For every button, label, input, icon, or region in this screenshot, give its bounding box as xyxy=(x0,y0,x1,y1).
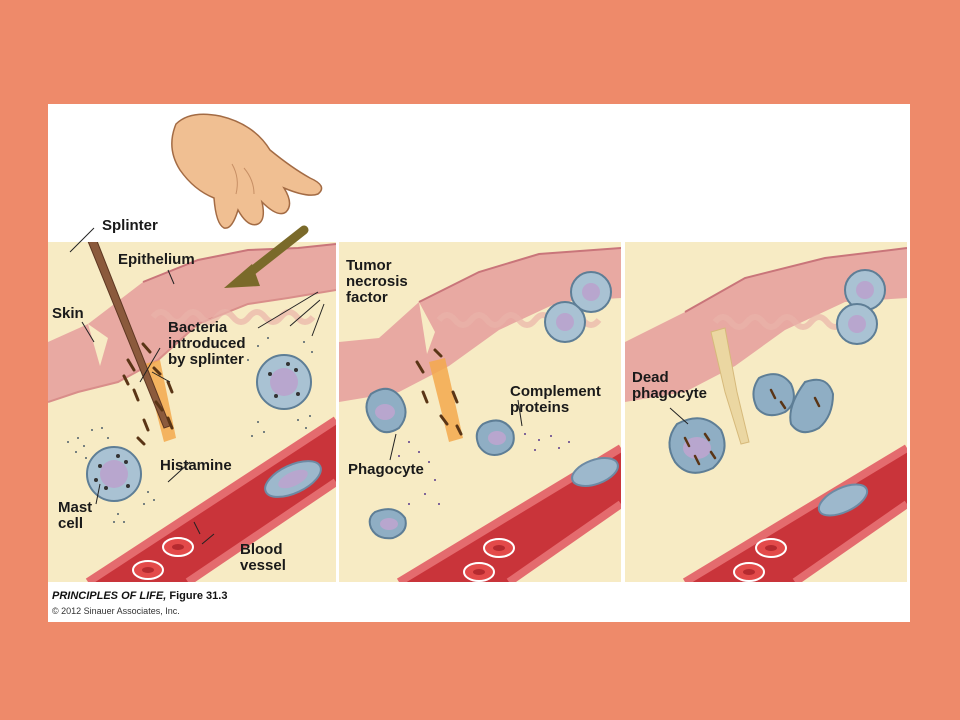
panel-3-illustration xyxy=(625,247,907,582)
bacteria-glow xyxy=(429,358,463,442)
label-epithelium: Epithelium xyxy=(118,251,195,268)
red-blood-cell-icon xyxy=(132,537,194,580)
red-blood-cell-icon xyxy=(463,538,515,582)
bacteria xyxy=(122,342,174,446)
panel-2-illustration xyxy=(339,247,621,582)
label-complement-proteins: Complement proteins xyxy=(510,383,601,416)
panel-3-resolution xyxy=(625,242,907,582)
label-skin: Skin xyxy=(52,305,84,322)
dead-phagocyte-icon xyxy=(668,417,726,474)
figure-caption: PRINCIPLES OF LIFE, Figure 31.3 xyxy=(52,590,227,602)
mast-cell-icon xyxy=(86,446,142,502)
wound-notch xyxy=(88,324,108,366)
complement-protein-dots xyxy=(398,433,570,505)
hand-icon xyxy=(171,113,323,229)
leader-lines xyxy=(69,227,689,545)
panel-1-injury xyxy=(48,242,336,582)
histamine-granules xyxy=(67,337,313,523)
phagocyte-icon xyxy=(365,387,619,540)
blood-leukocyte xyxy=(817,483,869,517)
phagocyte-icon xyxy=(752,373,835,434)
caption-figure: Figure 31.3 xyxy=(169,590,228,602)
mast-cell-icon xyxy=(544,271,612,343)
panel-2-inflammation xyxy=(339,242,621,582)
copyright: © 2012 Sinauer Associates, Inc. xyxy=(52,606,180,616)
label-bacteria: Bacteria introduced by splinter xyxy=(168,319,246,368)
slide: Splinter Epithelium Tumor necrosis facto… xyxy=(48,104,910,622)
panel-1-illustration xyxy=(48,242,336,582)
mast-cell-icon-2 xyxy=(256,354,312,410)
arrow-icon xyxy=(224,225,309,288)
overlay-illustration xyxy=(69,113,689,545)
label-blood-vessel: Blood vessel xyxy=(240,541,286,574)
label-tumor-necrosis-factor: Tumor necrosis factor xyxy=(346,257,408,306)
label-splinter: Splinter xyxy=(102,217,158,234)
mast-cell-icon xyxy=(836,269,886,345)
label-phagocyte: Phagocyte xyxy=(348,461,424,478)
label-dead-phagocyte: Dead phagocyte xyxy=(632,369,708,402)
bacteria xyxy=(415,348,463,436)
red-blood-cell-icon xyxy=(733,538,787,582)
label-mast-cell: Mast cell xyxy=(58,499,93,532)
healing-scar xyxy=(710,327,750,445)
epithelium-layer xyxy=(339,248,621,402)
label-histamine: Histamine xyxy=(160,457,232,474)
epithelium-layer xyxy=(48,244,336,402)
caption-title: PRINCIPLES OF LIFE, xyxy=(52,590,167,602)
